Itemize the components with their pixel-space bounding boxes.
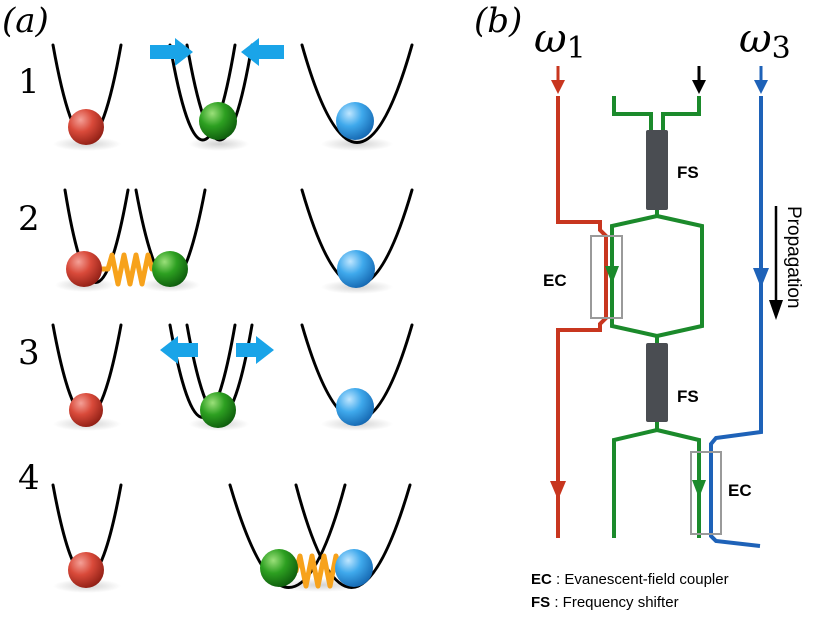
left-arrow-icon [241, 38, 284, 66]
spring-row-2 [100, 252, 158, 287]
step-number-3: 3 [18, 333, 40, 373]
step-number-2: 2 [18, 199, 40, 239]
blue-ball [337, 250, 375, 288]
down-arrow-icon [754, 80, 768, 94]
blue-ball [336, 388, 374, 426]
step-number-1: 1 [18, 62, 40, 102]
green-ball [199, 102, 237, 140]
green-direction-arrow [605, 266, 619, 284]
red-ball [68, 552, 104, 588]
legend-fs: FS : Frequency shifter [531, 594, 679, 611]
down-arrow-icon [692, 80, 706, 94]
omega-3-label: ω3 [739, 16, 791, 66]
ball-shadows [53, 137, 393, 593]
balls [66, 102, 375, 588]
ec-label-bottom: EC [728, 481, 752, 500]
down-arrow-icon [769, 300, 783, 320]
panel-a-label: (a) [2, 1, 49, 41]
left-arrow-icon [160, 336, 198, 364]
frequency-shifter [646, 343, 668, 422]
green-ball [152, 251, 188, 287]
red-ball [68, 109, 104, 145]
input-arrows [551, 66, 768, 94]
right-arrow-icon [236, 336, 274, 364]
red-ball [66, 251, 102, 287]
fs-label-bottom: FS [677, 387, 699, 406]
red-direction-arrow [550, 481, 566, 500]
red-waveguide [556, 96, 608, 538]
panel-b-label: (b) [474, 1, 522, 41]
ec-label-top: EC [543, 271, 567, 290]
evanescent-coupler [690, 451, 722, 535]
frequency-shifter [646, 130, 668, 210]
red-ball [69, 393, 103, 427]
green-waveguide [610, 96, 704, 538]
fs-label-top: FS [677, 163, 699, 182]
right-arrow-icon [150, 38, 193, 66]
blue-direction-arrow [753, 268, 769, 288]
green-ball [260, 549, 298, 587]
step-number-4: 4 [18, 458, 40, 498]
green-direction-arrow [692, 480, 706, 498]
down-arrow-icon [551, 80, 565, 94]
legend-ec: EC : Evanescent-field coupler [531, 571, 729, 588]
green-ball [200, 392, 236, 428]
omega-1-label: ω1 [534, 16, 586, 66]
propagation-label: Propagation [783, 206, 804, 308]
blue-ball [336, 102, 374, 140]
blue-waveguide [709, 96, 763, 548]
blue-ball [335, 549, 373, 587]
evanescent-coupler [590, 235, 623, 319]
motion-arrows [150, 38, 284, 364]
